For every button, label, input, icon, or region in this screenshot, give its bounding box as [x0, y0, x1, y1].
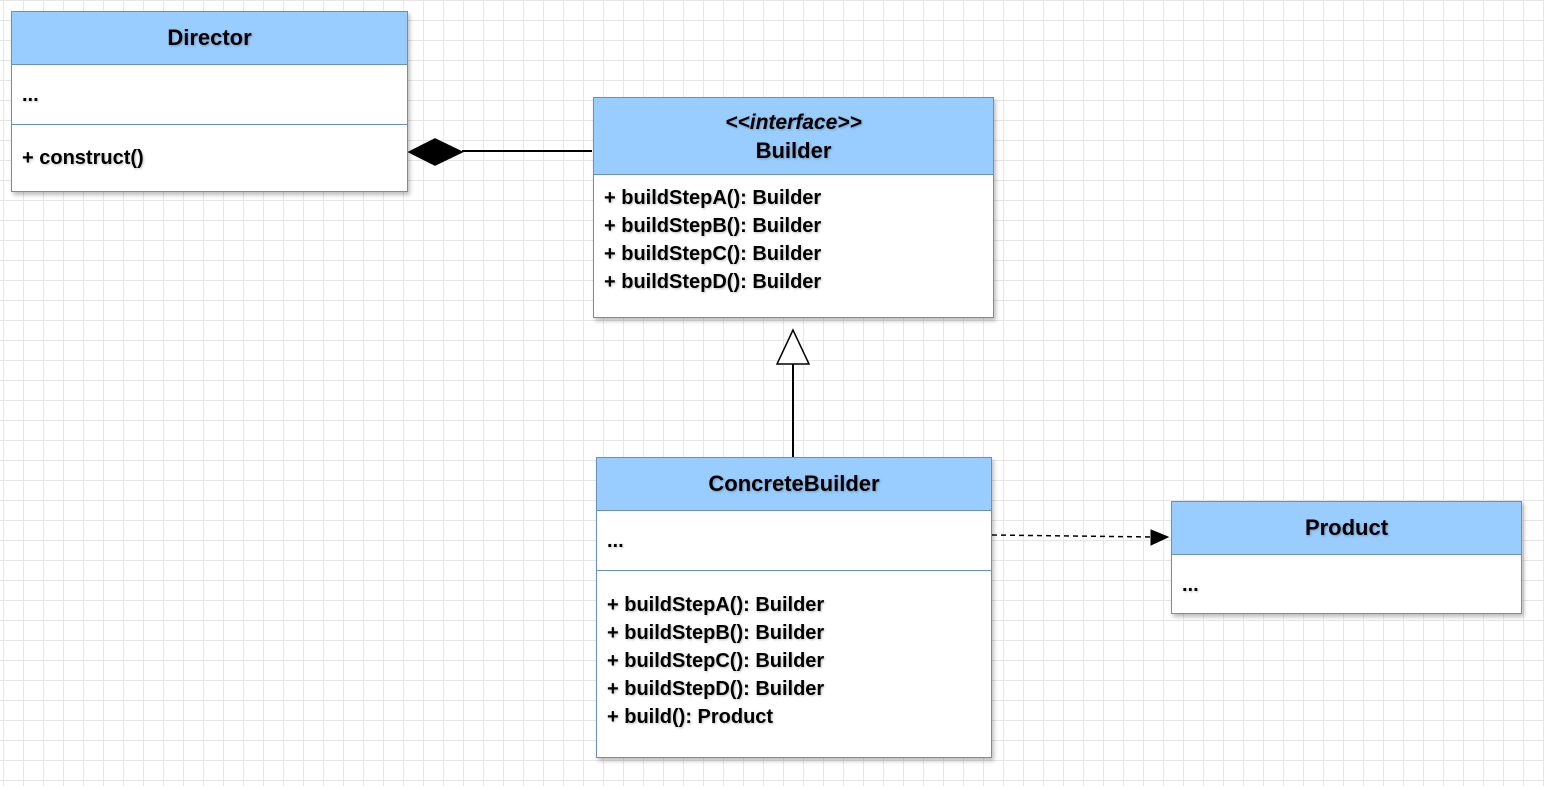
realization-connector[interactable] — [775, 328, 811, 457]
director-methods: + construct() — [12, 125, 407, 172]
concrete-builder-class[interactable]: ConcreteBuilder ... + buildStepA(): Buil… — [596, 457, 992, 758]
composition-connector[interactable] — [407, 138, 592, 166]
director-attributes: ... — [12, 65, 407, 125]
product-class-name: Product — [1304, 515, 1389, 540]
director-attribute: ... — [22, 83, 39, 106]
builder-interface[interactable]: <<interface>> Builder + buildStepA(): Bu… — [593, 97, 994, 318]
concrete-builder-class-name: ConcreteBuilder — [708, 471, 880, 496]
concrete-builder-header: ConcreteBuilder — [597, 458, 991, 511]
director-header: Director — [12, 12, 407, 65]
builder-header: <<interface>> Builder — [594, 98, 993, 175]
builder-stereotype: <<interface>> — [725, 111, 862, 134]
concrete-builder-method: + buildStepC(): Builder — [607, 650, 825, 672]
director-class-name: Director — [167, 25, 252, 50]
builder-method: + buildStepC(): Builder — [604, 243, 822, 265]
builder-class-name: Builder — [755, 138, 832, 163]
builder-methods: + buildStepA(): Builder + buildStepB(): … — [594, 175, 993, 296]
product-header: Product — [1172, 502, 1521, 555]
director-class[interactable]: Director ... + construct() — [11, 11, 408, 192]
product-attributes: ... — [1172, 555, 1521, 599]
realization-triangle-icon — [775, 328, 811, 365]
builder-method: + buildStepB(): Builder — [604, 215, 822, 237]
dependency-arrowhead-icon — [1150, 529, 1170, 546]
concrete-builder-method: + buildStepA(): Builder — [607, 594, 825, 616]
concrete-builder-method-build: + build(): Product — [607, 706, 774, 728]
concrete-builder-attribute: ... — [607, 529, 624, 552]
dependency-connector[interactable] — [991, 529, 1170, 546]
director-method-construct: + construct() — [22, 147, 144, 169]
concrete-builder-methods: + buildStepA(): Builder + buildStepB(): … — [597, 571, 991, 731]
dependency-line — [991, 534, 1153, 538]
composition-diamond-icon — [407, 138, 464, 166]
concrete-builder-attributes: ... — [597, 511, 991, 571]
builder-method: + buildStepD(): Builder — [604, 271, 822, 293]
product-attribute: ... — [1182, 574, 1199, 596]
concrete-builder-method: + buildStepB(): Builder — [607, 622, 825, 644]
builder-method: + buildStepA(): Builder — [604, 187, 822, 209]
concrete-builder-method: + buildStepD(): Builder — [607, 678, 825, 700]
product-class[interactable]: Product ... — [1171, 501, 1522, 614]
